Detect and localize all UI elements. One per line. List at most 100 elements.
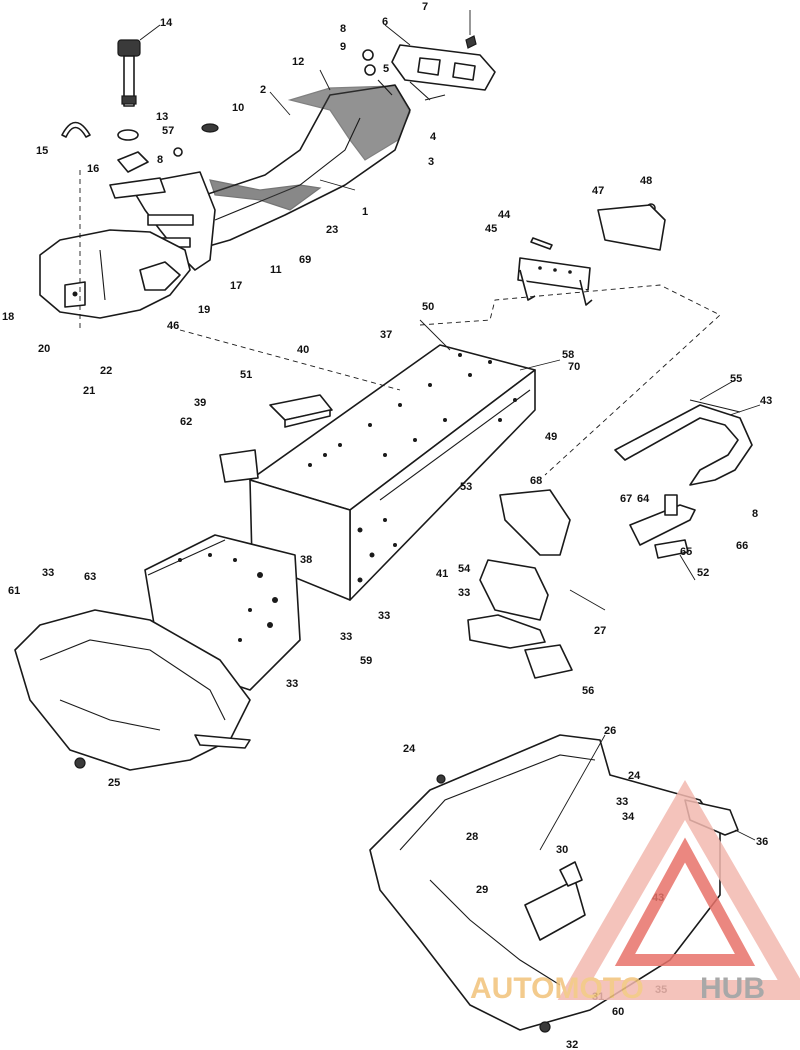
- callout: 13: [156, 111, 168, 123]
- gasket: [117, 151, 149, 173]
- callout: 57: [162, 125, 174, 137]
- callout: 29: [476, 884, 488, 896]
- callout: 3: [428, 156, 434, 168]
- mount-plates: [467, 489, 573, 679]
- callout: 9: [340, 41, 346, 53]
- callout: 8: [340, 23, 346, 35]
- rear-bumper: [614, 399, 753, 486]
- pin: [530, 237, 553, 250]
- callout: 39: [194, 397, 206, 409]
- callout: 48: [640, 175, 652, 187]
- callout: 10: [232, 102, 244, 114]
- callout: 56: [582, 685, 594, 697]
- callout: 23: [326, 224, 338, 236]
- callout: 44: [498, 209, 511, 221]
- callout: 53: [460, 481, 472, 493]
- callout: 37: [380, 329, 392, 341]
- watermark: AUTOMOTO HUB: [470, 780, 800, 1005]
- callout: 45: [485, 223, 497, 235]
- callout: 8: [752, 508, 758, 520]
- callout: 24: [628, 770, 641, 782]
- hitch-assembly: [629, 494, 696, 559]
- callout: 61: [8, 585, 20, 597]
- seat: [174, 84, 411, 251]
- strap: [61, 121, 91, 138]
- callout: 25: [108, 777, 120, 789]
- callout: 7: [422, 1, 428, 13]
- callout: 54: [458, 563, 471, 575]
- callout: 52: [697, 567, 709, 579]
- callout: 51: [240, 369, 252, 381]
- callout: 16: [87, 163, 99, 175]
- watermark-triangle-icon: [614, 837, 756, 966]
- callout: 66: [736, 540, 748, 552]
- callout: 34: [622, 811, 635, 823]
- callout: 47: [592, 185, 604, 197]
- callout: 69: [299, 254, 311, 266]
- callout: 38: [300, 554, 312, 566]
- rear-reflector: [597, 204, 666, 251]
- callout: 49: [545, 431, 557, 443]
- callout: 36: [756, 836, 768, 848]
- fuel-tank: [39, 229, 191, 319]
- callout: 70: [568, 361, 580, 373]
- watermark-text: AUTOMOTO: [470, 972, 644, 1005]
- leader-lines: [139, 10, 761, 851]
- grommet: [201, 123, 219, 133]
- fuel-cap: [117, 39, 141, 107]
- callout: 6: [382, 16, 388, 28]
- nose-pan: [14, 609, 251, 771]
- callout: 46: [167, 320, 179, 332]
- callout: 18: [2, 311, 14, 323]
- callout: 63: [84, 571, 96, 583]
- callout: 24: [403, 743, 416, 755]
- callout: 64: [637, 493, 650, 505]
- callout: 5: [383, 63, 389, 75]
- callout: 20: [38, 343, 50, 355]
- callout: 58: [562, 349, 574, 361]
- callout: 43: [760, 395, 772, 407]
- watermark-triangle-icon: [557, 780, 800, 1000]
- callout: 12: [292, 56, 304, 68]
- callout: 65: [680, 546, 692, 558]
- callout: 33: [616, 796, 628, 808]
- callout: 59: [360, 655, 372, 667]
- callout: 33: [42, 567, 54, 579]
- callout: 21: [83, 385, 95, 397]
- callout: 17: [230, 280, 242, 292]
- callout: 30: [556, 844, 568, 856]
- callout: 68: [530, 475, 542, 487]
- callout: 33: [286, 678, 298, 690]
- callout: 11: [270, 264, 282, 276]
- callout: 19: [198, 304, 210, 316]
- reference-line: [179, 329, 401, 391]
- callout: 27: [594, 625, 606, 637]
- callout: 33: [378, 610, 390, 622]
- callout: 22: [100, 365, 112, 377]
- callout: 60: [612, 1006, 624, 1018]
- tunnel-bracket: [219, 449, 259, 483]
- callout: 14: [160, 17, 173, 29]
- callout: 28: [466, 831, 478, 843]
- hitch-bracket: [517, 257, 593, 306]
- callout: 55: [730, 373, 742, 385]
- seat-base: [109, 171, 216, 271]
- callout: 26: [604, 725, 616, 737]
- callout: 1: [362, 206, 368, 218]
- callout: 33: [340, 631, 352, 643]
- callout: 8: [157, 154, 163, 166]
- callout: 2: [260, 84, 266, 96]
- rail-bracket: [269, 394, 333, 428]
- callout: 62: [180, 416, 192, 428]
- watermark-text: HUB: [700, 972, 765, 1005]
- callout: 40: [297, 344, 309, 356]
- bolts-top: [173, 35, 656, 213]
- tail-light: [391, 44, 496, 91]
- washer: [117, 129, 139, 141]
- callout: 32: [566, 1039, 578, 1050]
- callout: 67: [620, 493, 632, 505]
- callout: 33: [458, 587, 470, 599]
- callout: 4: [430, 131, 437, 143]
- tunnel: [249, 344, 536, 601]
